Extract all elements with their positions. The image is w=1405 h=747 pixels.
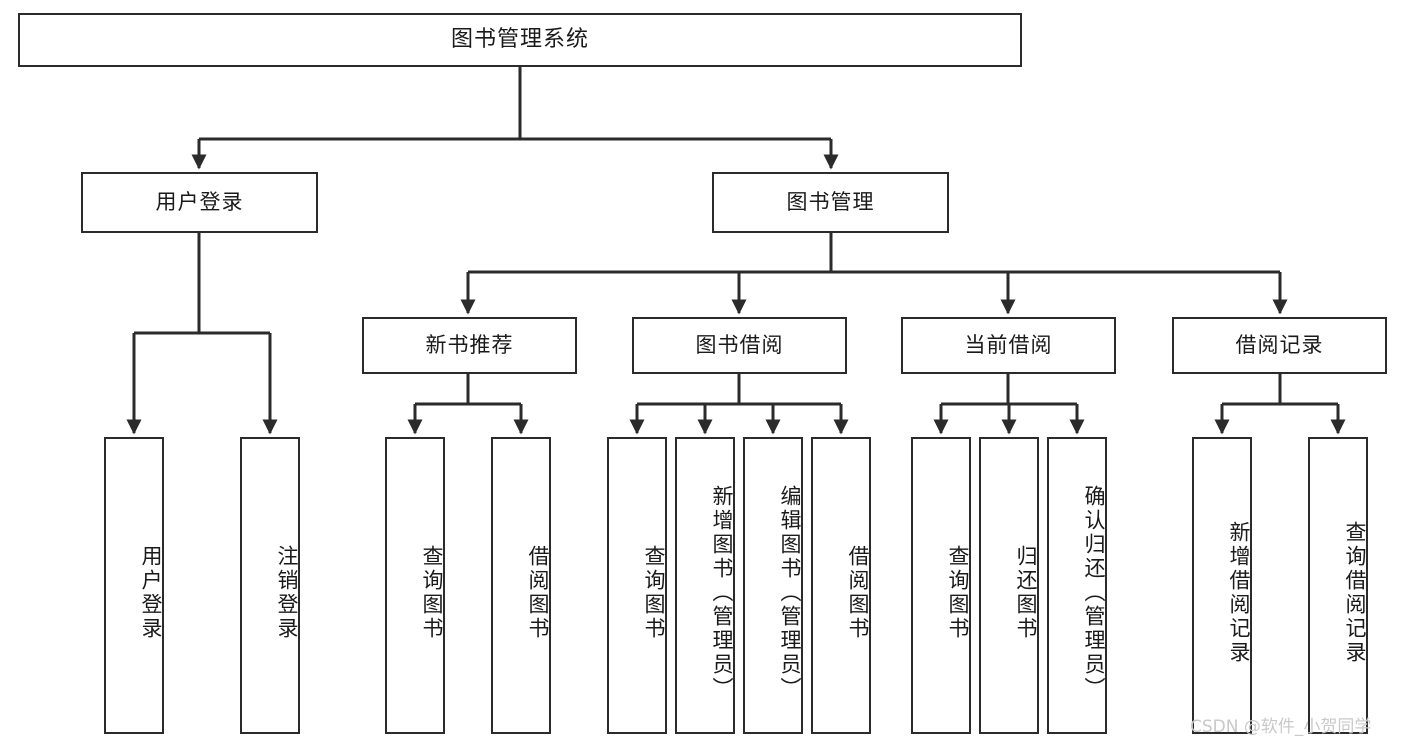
node-borrow-record[interactable]: 借阅记录 [1172, 317, 1387, 374]
leaf-current-borrow-confirm[interactable]: 确认归还（管理员） [1047, 437, 1107, 734]
leaf-label: 确认归还（管理员） [1082, 484, 1106, 701]
leaf-label: 新增图书（管理员） [710, 484, 734, 701]
leaf-label: 借阅图书 [846, 544, 870, 641]
leaf-book-borrow-add[interactable]: 新增图书（管理员） [675, 437, 735, 734]
node-root[interactable]: 图书管理系统 [18, 13, 1022, 67]
node-user-login-label: 用户登录 [155, 189, 244, 214]
leaf-user-login-logout[interactable]: 注销登录 [240, 437, 300, 734]
node-book-manage-label: 图书管理 [786, 189, 875, 214]
node-book-borrow[interactable]: 图书借阅 [632, 317, 847, 374]
leaf-book-borrow-borrow[interactable]: 借阅图书 [811, 437, 871, 734]
leaf-new-book-rec-query[interactable]: 查询图书 [385, 437, 445, 734]
leaf-label: 借阅图书 [526, 544, 550, 641]
node-current-borrow-label: 当前借阅 [964, 332, 1053, 357]
node-new-book-rec-label: 新书推荐 [425, 332, 514, 357]
node-user-login[interactable]: 用户登录 [81, 172, 318, 233]
leaf-borrow-record-query[interactable]: 查询借阅记录 [1308, 437, 1368, 734]
leaf-label: 查询图书 [642, 544, 666, 641]
watermark: CSDN @软件_小贺同学 [1190, 717, 1372, 737]
leaf-label: 新增借阅记录 [1227, 520, 1251, 665]
leaf-label: 用户登录 [139, 544, 163, 641]
leaf-label: 编辑图书（管理员） [778, 484, 802, 701]
leaf-label: 查询图书 [420, 544, 444, 641]
node-borrow-record-label: 借阅记录 [1235, 332, 1324, 357]
node-new-book-rec[interactable]: 新书推荐 [362, 317, 577, 374]
node-book-borrow-label: 图书借阅 [695, 332, 784, 357]
leaf-label: 查询借阅记录 [1343, 520, 1367, 665]
leaf-current-borrow-return[interactable]: 归还图书 [979, 437, 1039, 734]
leaf-label: 注销登录 [275, 544, 299, 641]
leaf-label: 归还图书 [1014, 544, 1038, 641]
node-current-borrow[interactable]: 当前借阅 [901, 317, 1116, 374]
leaf-book-borrow-edit[interactable]: 编辑图书（管理员） [743, 437, 803, 734]
leaf-new-book-rec-borrow[interactable]: 借阅图书 [491, 437, 551, 734]
leaf-current-borrow-query[interactable]: 查询图书 [911, 437, 971, 734]
leaf-label: 查询图书 [946, 544, 970, 641]
node-root-label: 图书管理系统 [450, 26, 589, 52]
leaf-book-borrow-query[interactable]: 查询图书 [607, 437, 667, 734]
node-book-manage[interactable]: 图书管理 [712, 172, 949, 233]
leaf-user-login-login[interactable]: 用户登录 [104, 437, 164, 734]
leaf-borrow-record-add[interactable]: 新增借阅记录 [1192, 437, 1252, 734]
